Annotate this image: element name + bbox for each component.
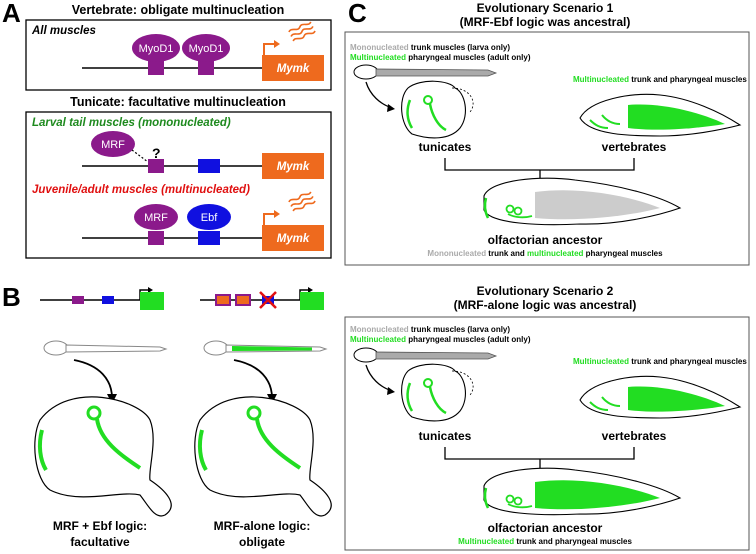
s2-tunicates-label: tunicates [419, 429, 472, 443]
b-right-caption-1: MRF-alone logic: [214, 519, 311, 533]
mrf-site-2 [148, 231, 164, 245]
b-right-ebf-deleted-x [259, 291, 277, 309]
mymk-gene-1 [262, 55, 324, 81]
panel-c-letter: C [348, 0, 367, 28]
b-left-mrf-site [72, 296, 84, 304]
b-left-ebf-site [102, 296, 114, 304]
b-left-larva [43, 340, 168, 356]
s1-title-1: Evolutionary Scenario 1 [477, 1, 614, 15]
promoter-arrow-3 [263, 213, 276, 225]
s1-legend-2: Multinucleated pharyngeal muscles (adult… [350, 53, 531, 62]
s1-vertebrates-label: vertebrates [602, 140, 667, 154]
s1-legend-1: Mononucleated trunk muscles (larva only) [350, 43, 510, 52]
mymk-label-1: Mymk [277, 63, 310, 75]
s2-title-2: (MRF-alone logic was ancestral) [454, 298, 637, 312]
panel-a-letter: A [2, 0, 21, 28]
b-left-arrow [73, 359, 113, 399]
s2-vertebrates-label: vertebrates [602, 429, 667, 443]
s1-vertebrate-larva [579, 93, 742, 137]
mrf-protein-1 [91, 131, 135, 157]
myod1-label-1: MyoD1 [139, 43, 174, 55]
ebf-label: Ebf [201, 212, 218, 224]
ebox-2 [198, 61, 214, 75]
s2-vertebrate-larva [579, 375, 742, 419]
myod1-protein-1 [132, 34, 180, 62]
mymk-label-2: Mymk [277, 161, 310, 173]
mymk-label-3: Mymk [277, 233, 310, 245]
mrf-protein-2 [134, 204, 178, 230]
s1-tunicates-label: tunicates [419, 140, 472, 154]
s2-tunicate-larva [353, 347, 498, 363]
mymk-gene-2 [262, 153, 324, 179]
ebf-site-2 [198, 231, 220, 245]
s2-ancestor-legend: Multinucleated trunk and pharyngeal musc… [458, 537, 632, 546]
vertebrate-title: Vertebrate: obligate multinucleation [72, 3, 285, 17]
b-right-caption-2: obligate [239, 535, 285, 549]
question-mark: ? [152, 145, 161, 161]
s1-ancestor-label: olfactorian ancestor [488, 233, 603, 247]
s1-ancestor-legend: Mononucleated trunk and multinucleated p… [427, 249, 663, 258]
s1-tunicate-larva [353, 64, 498, 80]
s1-box [344, 31, 750, 266]
juvenile-label: Juvenile/adult muscles (multinucleated) [32, 184, 250, 196]
ebox-1 [148, 61, 164, 75]
promoter-arrow-1 [263, 43, 276, 55]
tunicate-title: Tunicate: facultative multinucleation [70, 95, 286, 109]
mrf-label-2: MRF [144, 212, 168, 224]
s2-tunicate-adult [401, 363, 474, 422]
myod1-protein-2 [182, 34, 230, 62]
s2-title-1: Evolutionary Scenario 2 [477, 284, 614, 298]
s1-title-2: (MRF-Ebf logic was ancestral) [460, 15, 631, 29]
b-left-reporter [140, 292, 164, 310]
larval-label: Larval tail muscles (mononucleated) [32, 117, 231, 129]
b-right-mrf-site-1 [215, 294, 231, 306]
mymk-gene-3 [262, 225, 324, 251]
b-right-larva [203, 340, 328, 356]
mrf-site-1 [148, 159, 164, 173]
s1-tunicate-adult [401, 80, 474, 139]
uncertain-binding-line [131, 149, 149, 163]
ebf-site-1 [198, 159, 220, 173]
b-left-juvenile [34, 396, 172, 517]
s2-vert-legend: Multinucleated trunk and pharyngeal musc… [573, 357, 747, 366]
b-right-arrow [233, 359, 273, 399]
s1-vert-legend: Multinucleated trunk and pharyngeal musc… [573, 75, 747, 84]
s2-tree [444, 447, 635, 469]
b-left-caption-1: MRF + Ebf logic: [53, 519, 147, 533]
mrf-label-1: MRF [101, 139, 125, 151]
ebf-protein [187, 204, 231, 230]
myod1-label-2: MyoD1 [189, 43, 224, 55]
s2-legend-2: Multinucleated pharyngeal muscles (adult… [350, 335, 531, 344]
b-right-juvenile [194, 396, 332, 517]
panel-b-letter: B [2, 282, 21, 312]
s2-ancestor-label: olfactorian ancestor [488, 521, 603, 535]
s1-ancestor [483, 177, 682, 226]
s2-legend-1: Mononucleated trunk muscles (larva only) [350, 325, 510, 334]
b-left-caption-2: facultative [70, 535, 130, 549]
b-right-mrf-site-2 [235, 294, 251, 306]
s2-ancestor [483, 467, 682, 516]
b-right-reporter [300, 292, 324, 310]
all-muscles-label: All muscles [31, 25, 96, 37]
